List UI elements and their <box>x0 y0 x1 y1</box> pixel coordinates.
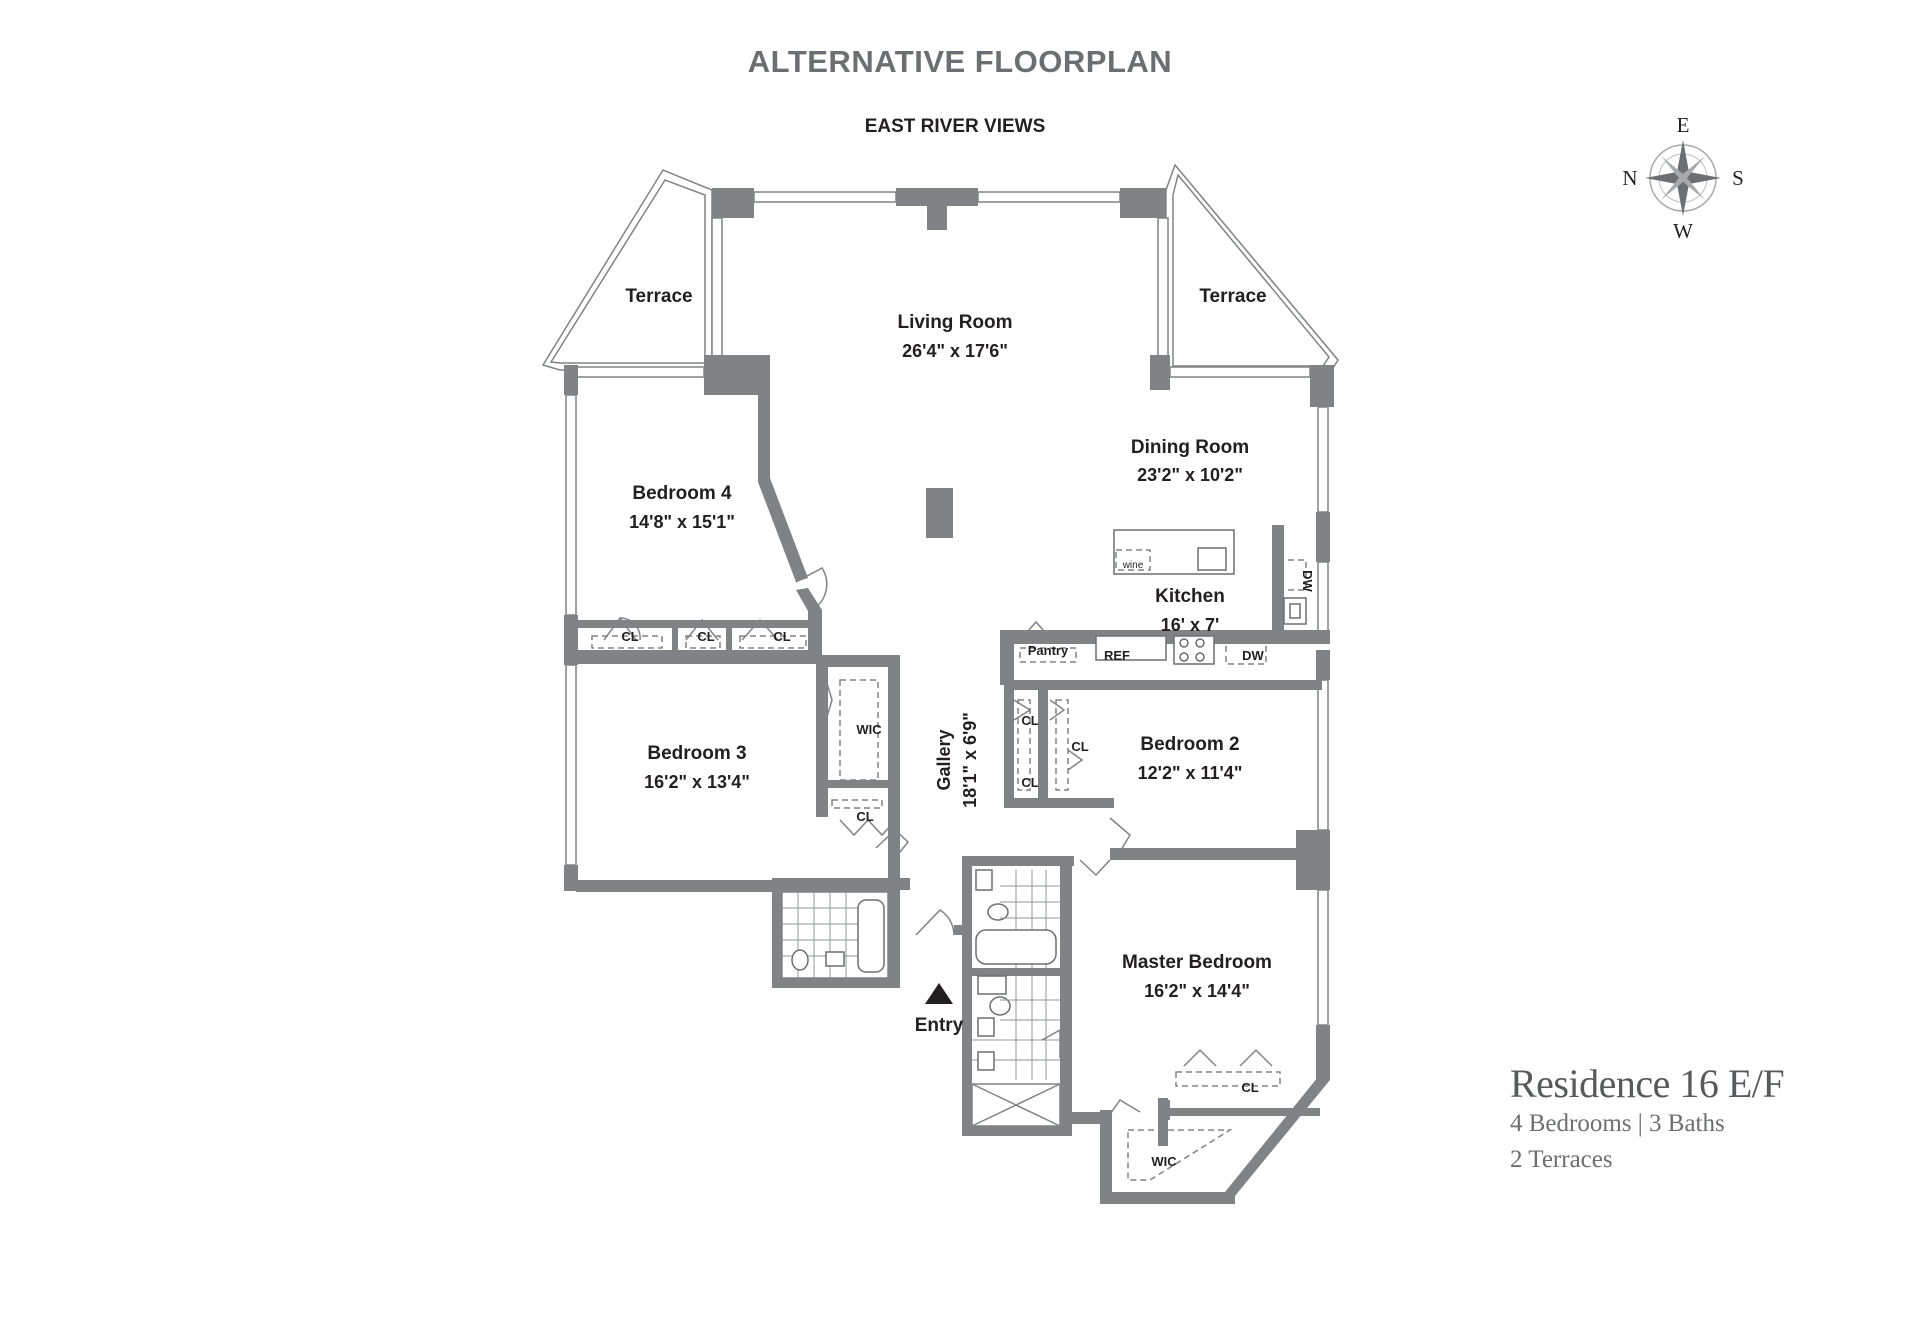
bedroom-2-dimensions: 12'2" x 11'4" <box>1138 763 1243 783</box>
closet-label-bedroom2: CL <box>1071 739 1088 754</box>
exterior-walls <box>564 188 1334 1080</box>
closet-label-master: CL <box>1241 1080 1258 1095</box>
wic-label-bedroom3: WIC <box>856 722 882 737</box>
residence-rooms: 4 Bedrooms | 3 Baths <box>1510 1110 1725 1137</box>
terrace-left-label: Terrace <box>625 286 692 307</box>
closet-label-gallery-a: CL <box>1021 713 1038 728</box>
kitchen-dimensions: 16' x 7' <box>1161 615 1220 635</box>
bedroom-2-label: Bedroom 2 <box>1140 734 1239 755</box>
living-room-dimensions: 26'4" x 17'6" <box>902 341 1008 361</box>
bedroom-3-label: Bedroom 3 <box>647 743 746 764</box>
master-bedroom-label: Master Bedroom <box>1122 952 1272 973</box>
closet-label-gallery-b: CL <box>1021 775 1038 790</box>
terrace-right-label: Terrace <box>1199 286 1266 307</box>
dining-room-dimensions: 23'2" x 10'2" <box>1137 465 1243 485</box>
bedroom-3-dimensions: 16'2" x 13'4" <box>644 772 750 792</box>
terrace-right-outline <box>1165 163 1339 374</box>
master-bedroom-dimensions: 16'2" x 14'4" <box>1144 981 1250 1001</box>
kitchen-fixtures <box>1095 529 1307 665</box>
views-label: EAST RIVER VIEWS <box>864 116 1046 137</box>
compass-rose-icon <box>1645 140 1721 216</box>
master-bath-fixtures <box>971 869 1061 1127</box>
compass-north-label: N <box>1622 166 1637 190</box>
wic-label-master: WIC <box>1151 1154 1177 1169</box>
pantry-label: Pantry <box>1028 643 1069 658</box>
closet-outlines <box>591 635 1281 1181</box>
closet-label-bedroom4-b: CL <box>697 629 714 644</box>
living-room-label: Living Room <box>897 312 1012 333</box>
ref-label: REF <box>1104 648 1130 663</box>
compass-south-label: S <box>1732 166 1744 190</box>
interior-walls <box>576 390 1330 1204</box>
residence-terraces: 2 Terraces <box>1510 1146 1613 1173</box>
dishwasher-label: DW <box>1242 648 1264 663</box>
dining-room-label: Dining Room <box>1131 437 1249 458</box>
door-swings <box>603 567 1273 1121</box>
entry-label: Entry <box>915 1015 964 1036</box>
gallery-label: Gallery <box>934 729 954 790</box>
bedroom-4-label: Bedroom 4 <box>632 483 732 504</box>
dishwasher-label-vertical: DW <box>1300 570 1315 592</box>
kitchen-label: Kitchen <box>1155 586 1225 607</box>
entry-arrow-icon <box>925 983 953 1004</box>
plan-title: ALTERNATIVE FLOORPLAN <box>747 44 1173 79</box>
gallery-dimensions: 18'1" x 6'9" <box>960 712 980 808</box>
closet-label-bedroom3: CL <box>856 809 873 824</box>
compass-east-label: E <box>1677 113 1690 137</box>
closet-label-bedroom4-a: CL <box>621 629 638 644</box>
bath-3-fixtures <box>781 891 889 979</box>
wine-label: wine <box>1122 560 1144 571</box>
bedroom-4-dimensions: 14'8" x 15'1" <box>629 512 735 532</box>
residence-name: Residence 16 E/F <box>1510 1061 1785 1106</box>
terrace-left-outline <box>541 169 713 371</box>
compass-west-label: W <box>1673 219 1693 243</box>
closet-label-bedroom4-c: CL <box>773 629 790 644</box>
